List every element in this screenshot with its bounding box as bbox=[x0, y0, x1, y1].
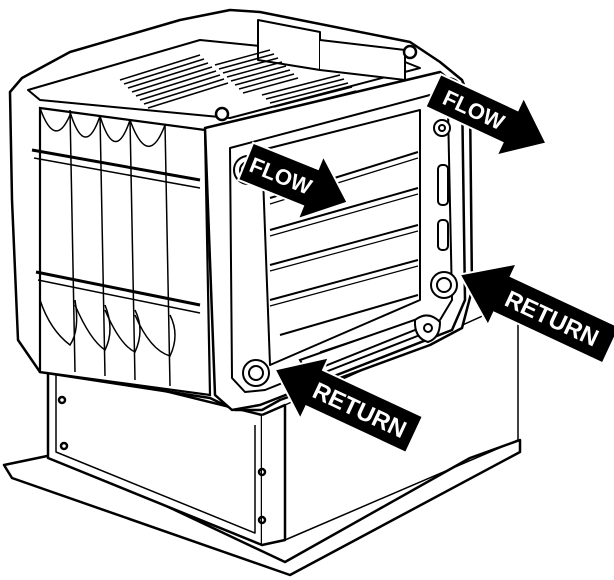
left-side-sections bbox=[31, 106, 212, 397]
front-frame bbox=[203, 70, 467, 412]
inner-sections bbox=[269, 151, 421, 380]
top-fins bbox=[119, 49, 361, 116]
base-plinth bbox=[2, 299, 522, 577]
